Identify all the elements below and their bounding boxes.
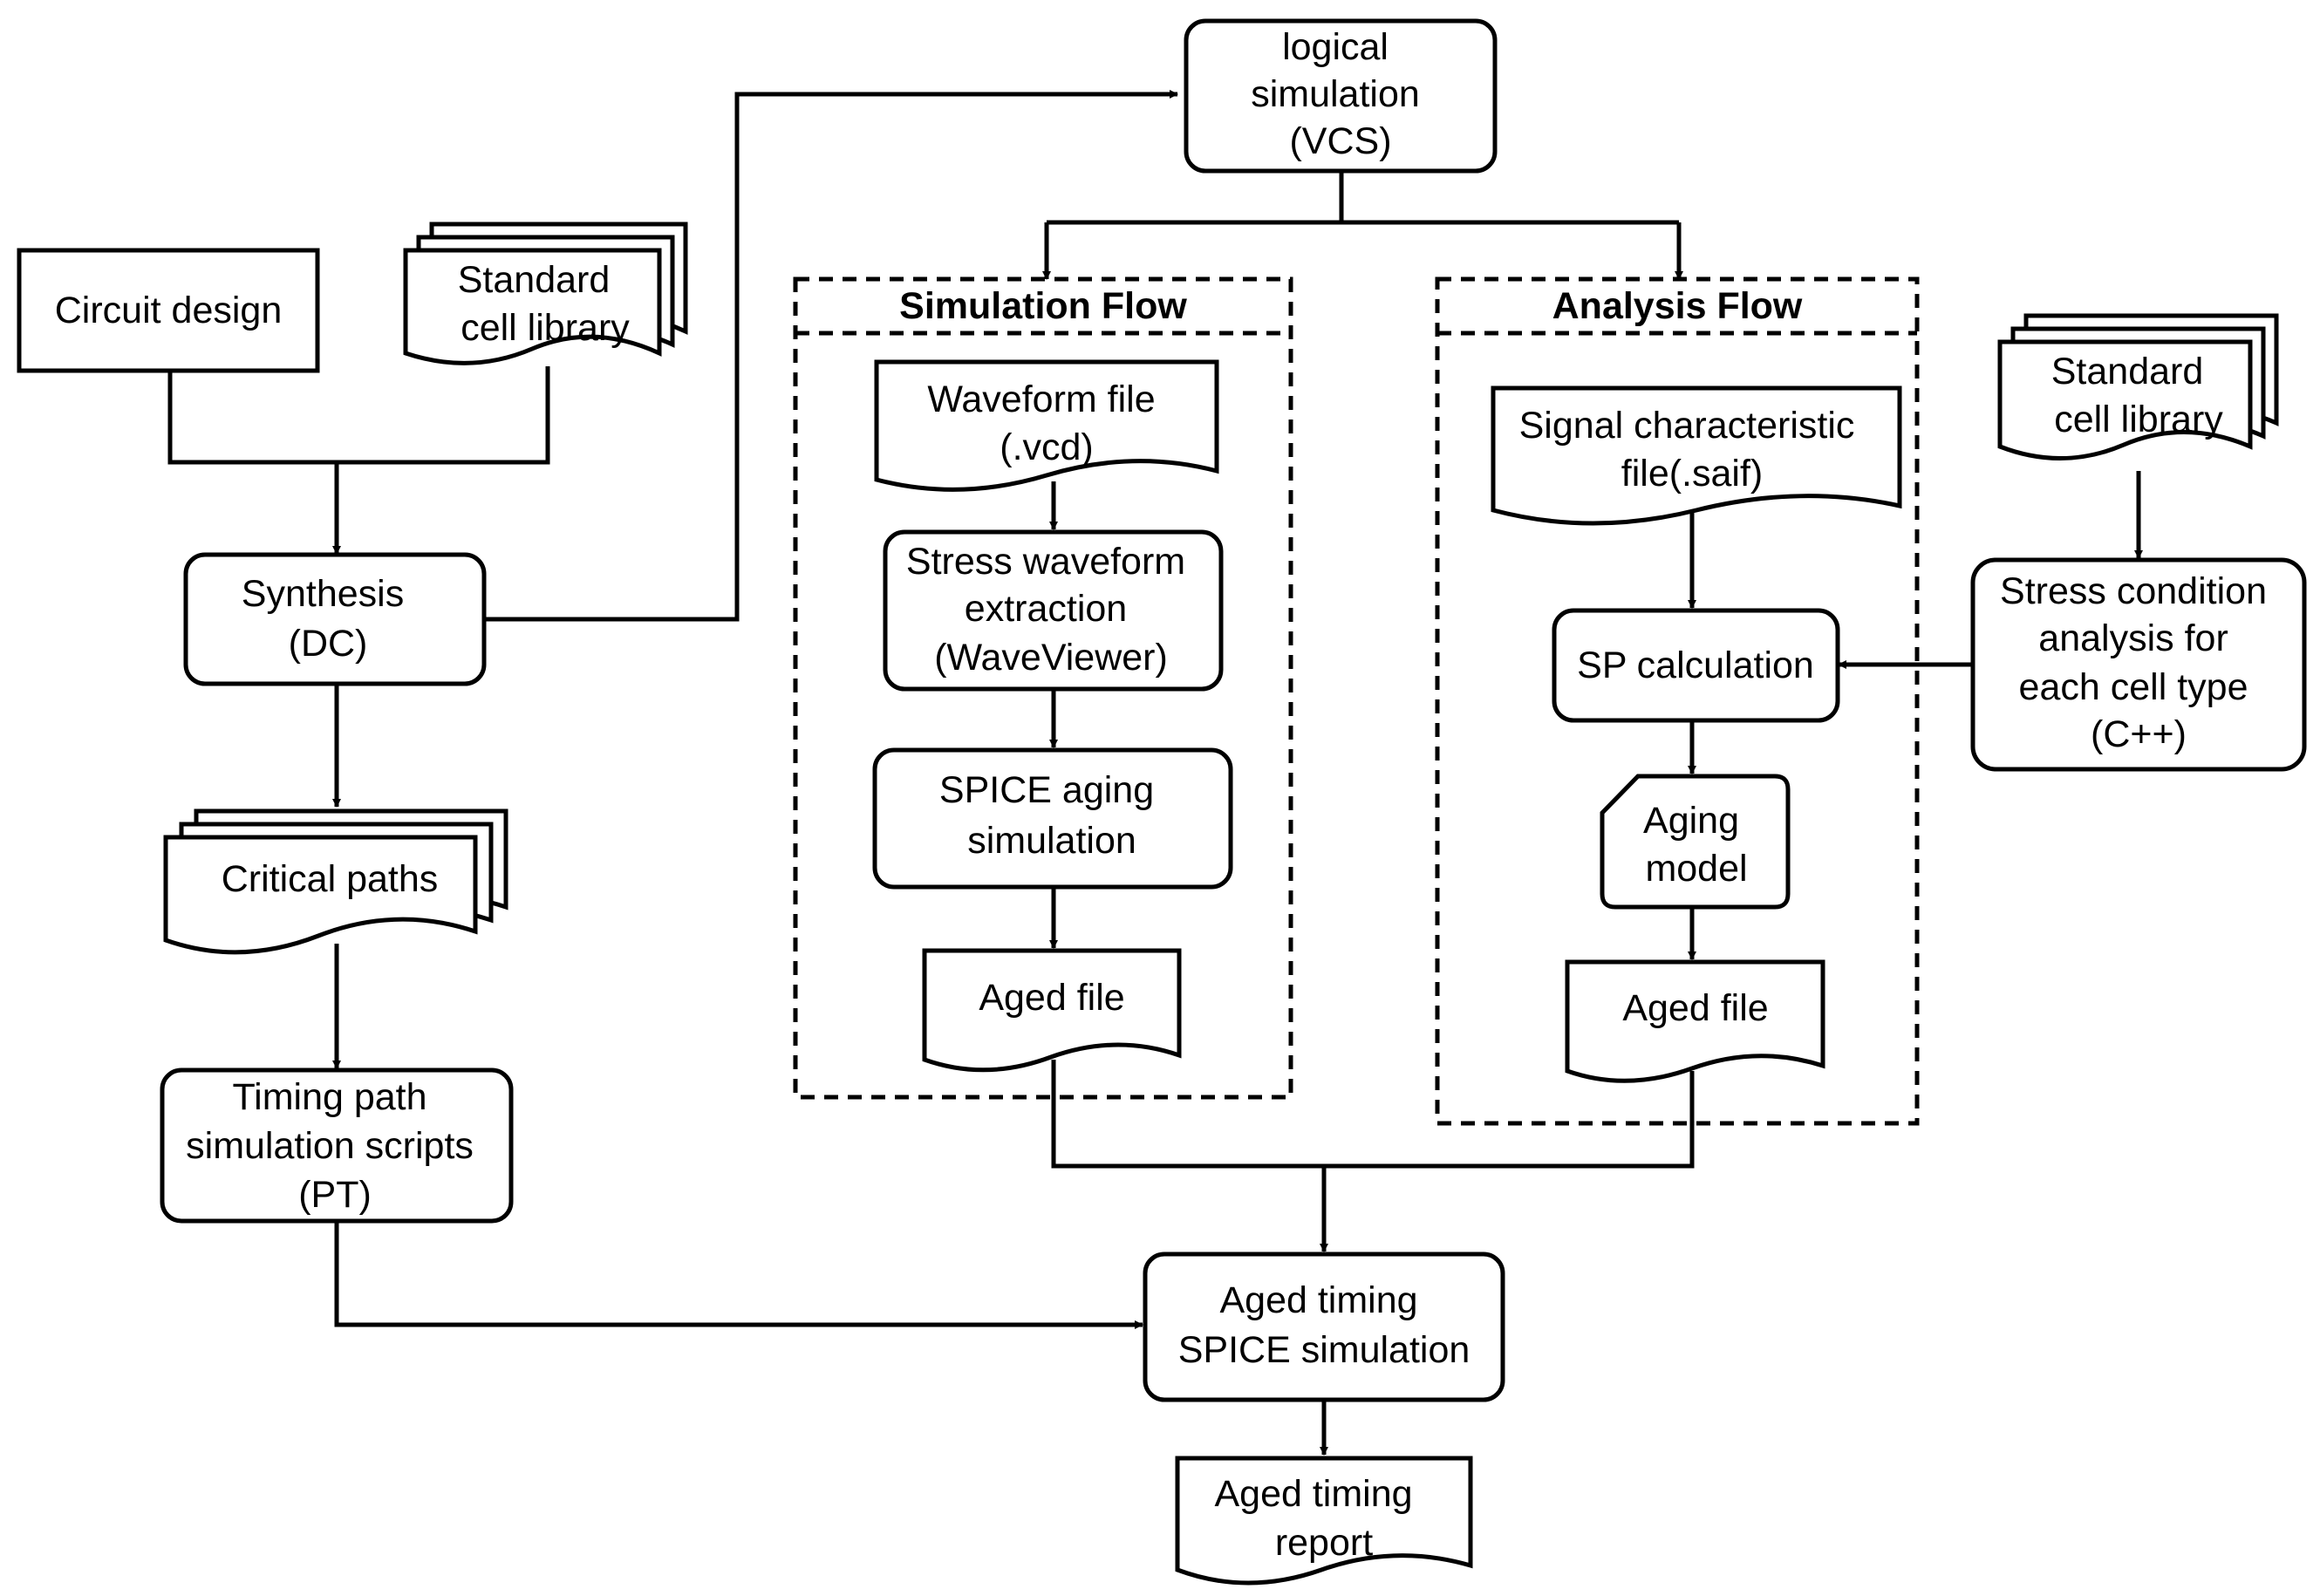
edge-aged-files-merge <box>1051 1060 1695 1169</box>
standard-cell-library-left-label: Standard cell library <box>458 259 631 349</box>
analysis-flow-title: Analysis Flow <box>1552 285 1803 327</box>
edge-synthesis-to-logical-sim <box>484 90 1178 622</box>
aged-file-analysis-node: Aged file <box>1565 959 1825 1083</box>
synthesis-label: Synthesis (DC) <box>242 573 414 665</box>
spice-aging-simulation-node: SPICE aging simulation <box>872 747 1233 890</box>
aged-timing-report-label: Aged timing report <box>1214 1473 1423 1564</box>
standard-cell-library-right-label: Standard cell library <box>2051 351 2224 440</box>
edge-timing-to-aged-sim <box>334 1221 1143 1329</box>
standard-cell-library-left-node: Standard cell library <box>403 222 688 365</box>
edge-design-lib-join <box>167 366 550 465</box>
aged-file-simulation-node: Aged file <box>922 948 1182 1073</box>
aging-model-node: Aging model <box>1600 774 1791 910</box>
signal-characteristic-file-label: Signal characteristic file(.saif) <box>1519 405 1866 494</box>
stress-condition-analysis-node: Stress condition analysis for each cell … <box>1970 557 2307 772</box>
stress-waveform-extraction-node: Stress waveform extraction (WaveViewer) <box>883 529 1224 692</box>
aged-timing-spice-simulation-label: Aged timing SPICE simulation <box>1178 1279 1470 1371</box>
sp-calculation-node: SP calculation <box>1552 608 1840 723</box>
aged-timing-spice-simulation-node: Aged timing SPICE simulation <box>1143 1252 1505 1402</box>
standard-cell-library-right-node: Standard cell library <box>1997 313 2279 460</box>
sp-calculation-label: SP calculation <box>1577 645 1814 686</box>
simulation-flow-title: Simulation Flow <box>899 285 1187 327</box>
logical-simulation-label: logical simulation (VCS) <box>1251 26 1430 162</box>
stress-waveform-extraction-label: Stress waveform extraction (WaveViewer) <box>906 541 1196 679</box>
critical-paths-label: Critical paths <box>222 858 439 900</box>
circuit-design-label: Circuit design <box>55 290 283 331</box>
spice-aging-simulation-label: SPICE aging simulation <box>939 769 1164 862</box>
stress-condition-analysis-label: Stress condition analysis for each cell … <box>2000 570 2277 755</box>
aged-file-analysis-label: Aged file <box>1622 987 1768 1029</box>
timing-path-scripts-label: Timing path simulation scripts (PT) <box>186 1076 484 1216</box>
aged-timing-report-node: Aged timing report <box>1175 1456 1473 1586</box>
critical-paths-node: Critical paths <box>163 808 508 955</box>
connectors <box>167 90 2143 1456</box>
signal-characteristic-file-node: Signal characteristic file(.saif) <box>1491 385 1902 526</box>
aged-file-simulation-label: Aged file <box>979 977 1124 1019</box>
logical-simulation-node: logical simulation (VCS) <box>1184 18 1498 174</box>
waveform-file-label: Waveform file (.vcd) <box>927 379 1165 468</box>
timing-path-scripts-node: Timing path simulation scripts (PT) <box>160 1067 514 1224</box>
circuit-design-node: Circuit design <box>17 248 320 373</box>
aging-model-label: Aging model <box>1643 800 1750 890</box>
waveform-file-node: Waveform file (.vcd) <box>874 359 1219 492</box>
synthesis-node: Synthesis (DC) <box>183 552 487 686</box>
